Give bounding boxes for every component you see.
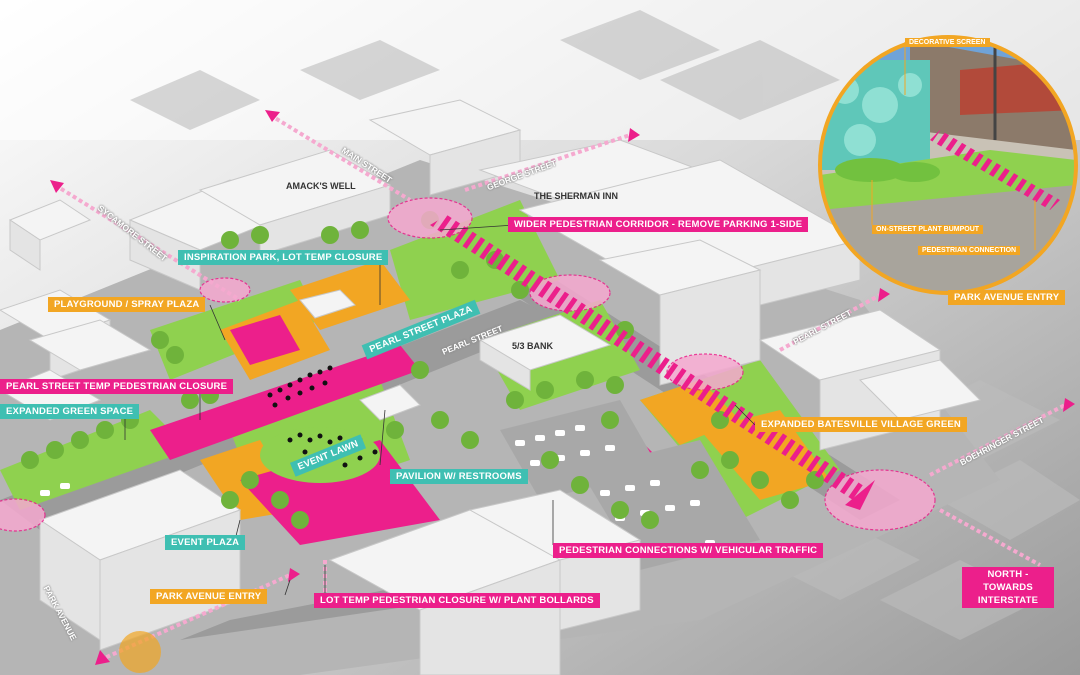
building-label-amacks-well: AMACK'S WELL bbox=[286, 181, 356, 191]
street-arrows bbox=[53, 113, 1066, 662]
callout-wider-corridor: WIDER PEDESTRIAN CORRIDOR - REMOVE PARKI… bbox=[508, 217, 809, 232]
inset-photo bbox=[820, 37, 1076, 293]
inset-label-decorative-screen: DECORATIVE SCREEN bbox=[905, 38, 990, 47]
building-label-bank: 5/3 BANK bbox=[512, 341, 554, 351]
callout-inspiration-park: INSPIRATION PARK, LOT TEMP CLOSURE bbox=[178, 250, 389, 265]
inset-title: PARK AVENUE ENTRY bbox=[948, 290, 1066, 305]
callout-green-space: EXPANDED GREEN SPACE bbox=[0, 404, 140, 419]
inset-label-bumpout: ON-STREET PLANT BUMPOUT bbox=[872, 225, 984, 234]
callout-pearl-closure: PEARL STREET TEMP PEDESTRIAN CLOSURE bbox=[0, 379, 234, 394]
inset-leaders bbox=[871, 42, 1036, 250]
inset-label-ped-connection: PEDESTRIAN CONNECTION bbox=[918, 246, 1021, 255]
building-label-sherman-inn: THE SHERMAN INN bbox=[534, 191, 619, 201]
park-ave-entry-marker bbox=[119, 631, 161, 673]
callout-ped-connections: PEDESTRIAN CONNECTIONS W/ VEHICULAR TRAF… bbox=[553, 543, 824, 558]
callout-north: NORTH - TOWARDS INTERSTATE bbox=[962, 567, 1054, 608]
callout-pavilion: PAVILION W/ RESTROOMS bbox=[390, 469, 528, 484]
callout-playground: PLAYGROUND / SPRAY PLAZA bbox=[48, 297, 206, 312]
callout-park-entry: PARK AVENUE ENTRY bbox=[150, 589, 268, 604]
callout-lot-closure: LOT TEMP PEDESTRIAN CLOSURE W/ PLANT BOL… bbox=[314, 593, 600, 608]
callout-village-green: EXPANDED BATESVILLE VILLAGE GREEN bbox=[755, 417, 967, 432]
callout-event-plaza: EVENT PLAZA bbox=[165, 535, 246, 550]
arrow-heads bbox=[50, 110, 1075, 665]
